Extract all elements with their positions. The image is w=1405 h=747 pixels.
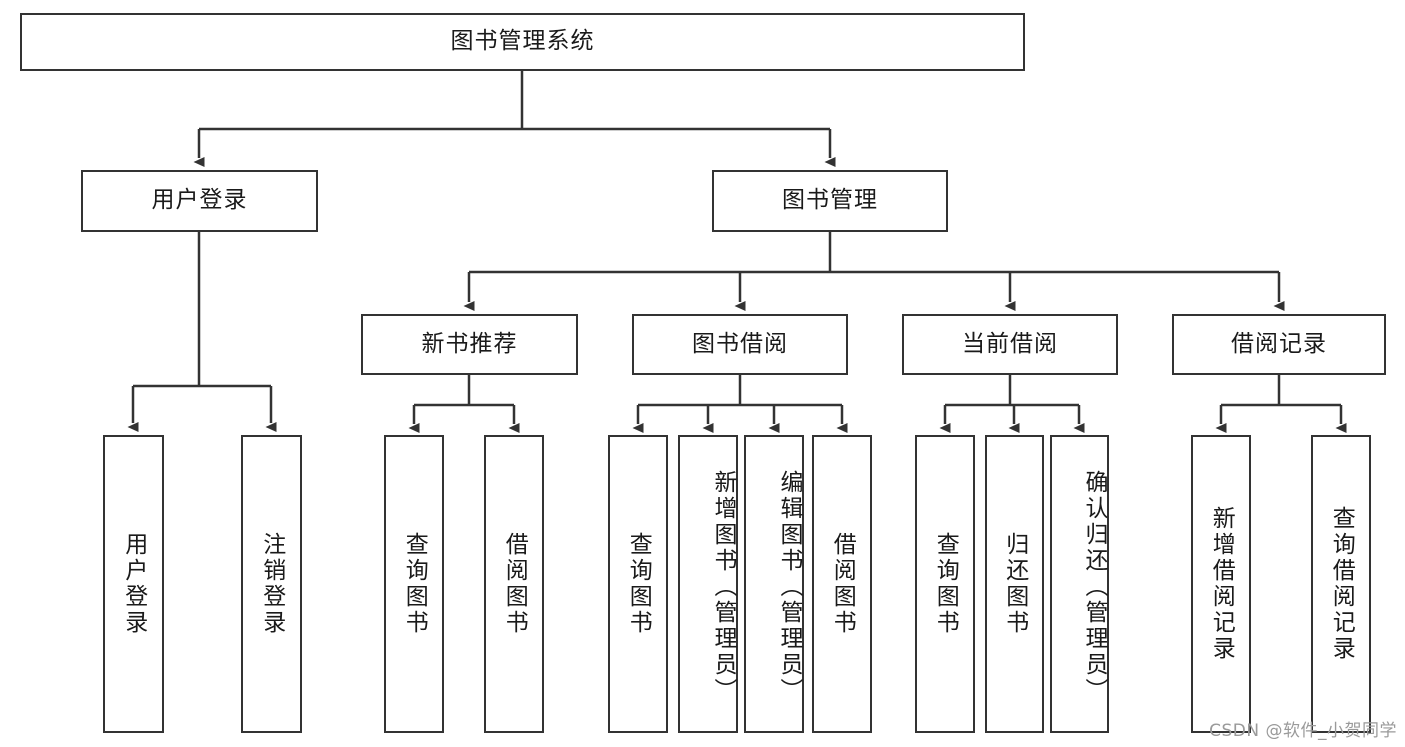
node-new-book-recommend[interactable]: 新书推荐 (361, 314, 578, 375)
leaf-add-record[interactable]: 新增借阅记录 (1191, 435, 1251, 733)
leaf-query-book-2[interactable]: 查询图书 (608, 435, 668, 733)
node-book-manage[interactable]: 图书管理 (712, 170, 948, 232)
node-borrow-record[interactable]: 借阅记录 (1172, 314, 1386, 375)
leaf-query-book-1[interactable]: 查询图书 (384, 435, 444, 733)
node-root[interactable]: 图书管理系统 (20, 13, 1025, 71)
leaf-query-book-3[interactable]: 查询图书 (915, 435, 975, 733)
leaf-return-book[interactable]: 归还图书 (985, 435, 1044, 733)
leaf-borrow-book-1[interactable]: 借阅图书 (484, 435, 544, 733)
leaf-add-book[interactable]: 新增图书（管理员） (678, 435, 738, 733)
leaf-logout[interactable]: 注销登录 (241, 435, 302, 733)
node-book-borrow[interactable]: 图书借阅 (632, 314, 848, 375)
leaf-borrow-book-2[interactable]: 借阅图书 (812, 435, 872, 733)
leaf-edit-book[interactable]: 编辑图书（管理员） (744, 435, 804, 733)
node-current-borrow[interactable]: 当前借阅 (902, 314, 1118, 375)
leaf-confirm-return[interactable]: 确认归还（管理员） (1050, 435, 1109, 733)
leaf-user-login[interactable]: 用户登录 (103, 435, 164, 733)
node-user-login[interactable]: 用户登录 (81, 170, 318, 232)
leaf-query-record[interactable]: 查询借阅记录 (1311, 435, 1371, 733)
